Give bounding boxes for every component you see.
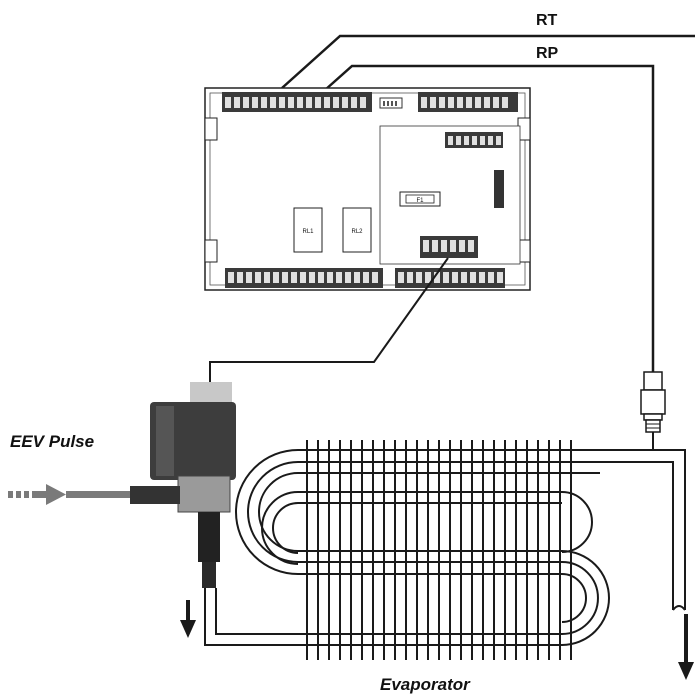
- terminal-block-inner-upper: [445, 132, 503, 148]
- fuse: F1: [399, 191, 441, 207]
- eev-label: EEV Pulse: [10, 432, 94, 451]
- controller: F1 RL1 RL2: [204, 87, 531, 291]
- rt-wire: [281, 34, 695, 89]
- evaporator-coil: [204, 432, 686, 646]
- terminal-block-bottom-left: [225, 268, 383, 288]
- eev-cable: [209, 257, 449, 382]
- evaporator-fins: [306, 440, 572, 660]
- terminal-block-eev: [420, 236, 478, 258]
- relay-rl2-label: RL2: [351, 229, 363, 235]
- arrow-down-icon: [180, 600, 196, 638]
- rp-wire: [324, 64, 655, 372]
- eev-valve: [130, 382, 236, 588]
- rp-label: RP: [536, 45, 559, 62]
- arrow-down-icon: [678, 614, 694, 680]
- terminal-block-top-right: [418, 92, 518, 112]
- dashed-arrow-right-icon: [8, 484, 130, 505]
- terminal-block-top-left: [222, 92, 372, 112]
- fuse-label: F1: [416, 198, 424, 204]
- terminal-block-bottom-right: [395, 268, 505, 288]
- pressure-transducer: [640, 371, 666, 433]
- rt-label: RT: [536, 12, 558, 29]
- relay-rl2: RL2: [342, 207, 372, 253]
- relay-rl1: RL1: [293, 207, 323, 253]
- evaporator-label: Evaporator: [380, 675, 471, 694]
- relay-rl1-label: RL1: [302, 229, 314, 235]
